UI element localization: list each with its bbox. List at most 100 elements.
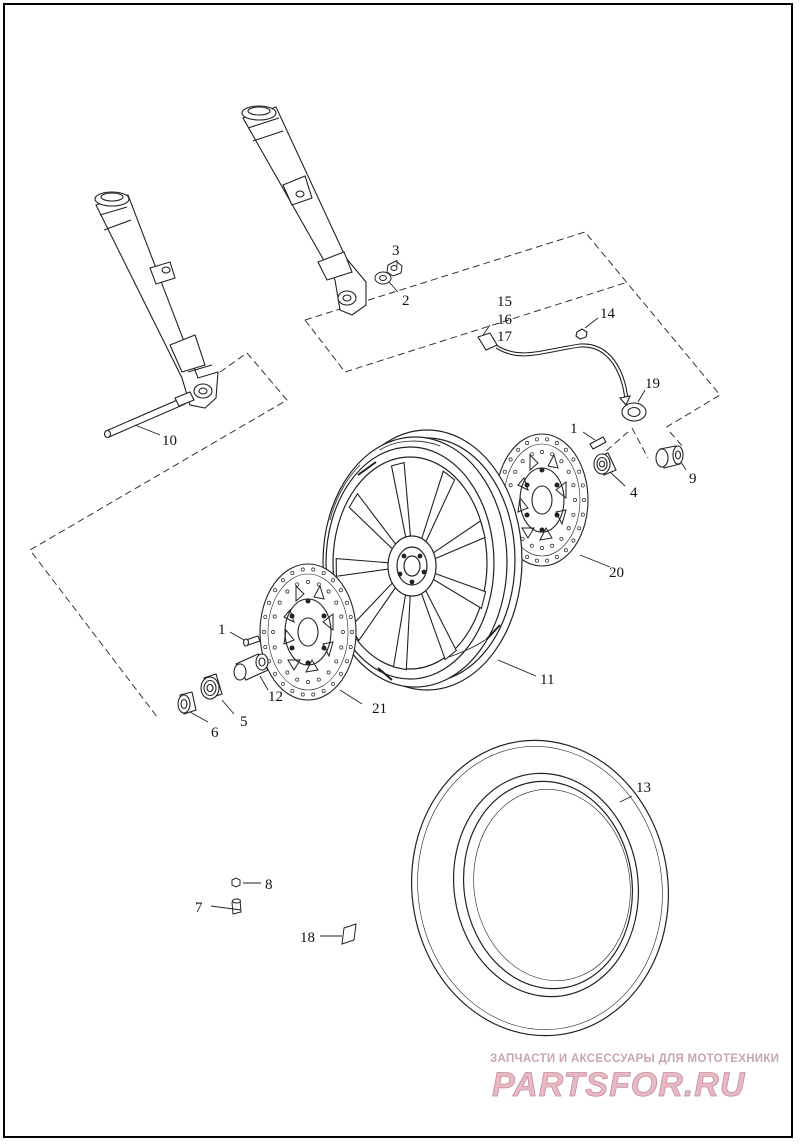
rotor-drill-hole: [285, 589, 290, 594]
leader-lines: [134, 260, 687, 937]
rotor-drill-hole: [571, 483, 576, 488]
rotor-drill-hole: [300, 567, 305, 572]
callout-4: 4: [630, 485, 638, 501]
rotor-drill-hole: [267, 600, 271, 605]
rotor-drill-hole: [334, 600, 339, 605]
rotor-drill-hole: [295, 582, 300, 587]
rotor-drill-hole: [271, 630, 275, 634]
rotor-drill-hole: [306, 680, 310, 684]
tire: [410, 739, 670, 1037]
rotor-drill-hole: [345, 659, 349, 664]
rotor-drill-hole: [311, 567, 316, 572]
callout-15: 15: [497, 294, 512, 310]
callout-14: 14: [600, 306, 616, 322]
rotor-drill-hole: [577, 526, 582, 531]
rotor-drill-hole: [263, 645, 268, 650]
rotor-drill-hole: [529, 452, 534, 457]
callout-1-right: 1: [570, 421, 578, 437]
fork-slider-left: [94, 191, 219, 409]
watermark-tagline: ЗАПЧАСТИ И АКСЕССУАРЫ ДЛЯ МОТОТЕХНИКИ: [490, 1053, 779, 1065]
callout-18: 18: [300, 930, 315, 946]
rotor-drill-hole: [272, 614, 277, 619]
rotor-drill-hole: [273, 588, 278, 593]
callout-19: 19: [645, 376, 660, 392]
rotor-drill-hole: [277, 600, 282, 605]
rotor-drill-hole: [580, 512, 585, 517]
rotor-drill-hole: [545, 558, 550, 563]
rotor-drill-hole: [262, 630, 266, 634]
rotor-drill-hole: [316, 677, 321, 682]
rotor-drill-hole: [295, 677, 300, 682]
callout-21: 21: [372, 701, 387, 717]
rotor-drill-hole: [571, 457, 576, 462]
rotor-drill-hole: [348, 645, 353, 650]
rotor-drill-hole: [321, 571, 326, 576]
rotor-drill-hole: [277, 659, 282, 664]
callout-11: 11: [540, 672, 554, 688]
callout-8: 8: [265, 877, 273, 893]
rotor-drill-hole: [331, 681, 335, 686]
rotor-drill-hole: [534, 558, 539, 563]
small-fasteners: [231, 877, 357, 945]
left-hub-parts: [177, 635, 269, 715]
rotor-drill-hole: [285, 670, 290, 675]
watermark: ЗАПЧАСТИ И АКСЕССУАРЫ ДЛЯ МОТОТЕХНИКИ PA…: [490, 1053, 779, 1104]
rotor-drill-hole: [311, 692, 316, 697]
rotor-drill-hole: [525, 555, 530, 559]
diagram-border: [3, 3, 793, 1138]
callout-6: 6: [211, 725, 219, 741]
rotor-drill-hole: [338, 671, 343, 676]
rotor-drill-hole: [563, 548, 568, 553]
rotor-drill-hole: [339, 614, 344, 619]
callout-12: 12: [268, 689, 283, 705]
callout-3: 3: [392, 243, 400, 259]
rotor-drill-hole: [290, 571, 295, 576]
callout-10: 10: [162, 433, 177, 449]
rotor-drill-hole: [582, 498, 586, 502]
rotor-drill-hole: [559, 536, 564, 541]
fork-slider-right: [241, 105, 367, 316]
rotor-drill-hole: [566, 469, 571, 474]
rotor-drill-hole: [573, 498, 577, 502]
rotor-drill-hole: [331, 578, 335, 583]
rotor-drill-hole: [571, 512, 576, 517]
rotor-drill-hole: [326, 589, 331, 594]
callout-16: 16: [497, 312, 513, 328]
rotor-drill-hole: [290, 688, 295, 693]
rotor-drill-hole: [306, 580, 310, 584]
rotor-drill-hole: [502, 469, 507, 474]
rotor-drill-hole: [571, 538, 576, 543]
callout-7: 7: [195, 900, 203, 916]
rotor-drill-hole: [316, 582, 321, 587]
rotor-drill-hole: [540, 450, 544, 454]
rotor-drill-hole: [281, 578, 285, 583]
speed-sensor-assembly: [477, 328, 647, 422]
rotor-drill-hole: [559, 459, 564, 464]
rotor-drill-hole: [281, 681, 285, 686]
callout-1-left: 1: [218, 622, 226, 638]
rotor-drill-hole: [563, 447, 568, 452]
callout-2: 2: [402, 293, 410, 309]
rotor-drill-hole: [345, 600, 349, 605]
rotor-drill-hole: [341, 630, 345, 634]
rotor-drill-hole: [545, 437, 550, 442]
brake-rotor-left: [259, 563, 357, 701]
rotor-drill-hole: [554, 441, 559, 445]
rotor-drill-hole: [566, 526, 571, 531]
callout-9: 9: [689, 471, 697, 487]
spacer-9: [655, 445, 684, 469]
axle: [103, 391, 195, 439]
rotor-drill-hole: [338, 588, 343, 593]
bearing-right: [589, 436, 617, 476]
rotor-drill-hole: [326, 670, 331, 675]
rotor-drill-hole: [540, 546, 544, 550]
rotor-drill-hole: [339, 645, 344, 650]
watermark-logo: PARTSFOR.RU: [492, 1066, 746, 1104]
rotor-drill-hole: [263, 614, 268, 619]
callout-17: 17: [497, 329, 513, 345]
assembly-dashed-lines: [29, 231, 721, 719]
rotor-drill-hole: [580, 483, 585, 488]
rotor-drill-hole: [577, 469, 582, 474]
callout-5: 5: [240, 714, 248, 730]
